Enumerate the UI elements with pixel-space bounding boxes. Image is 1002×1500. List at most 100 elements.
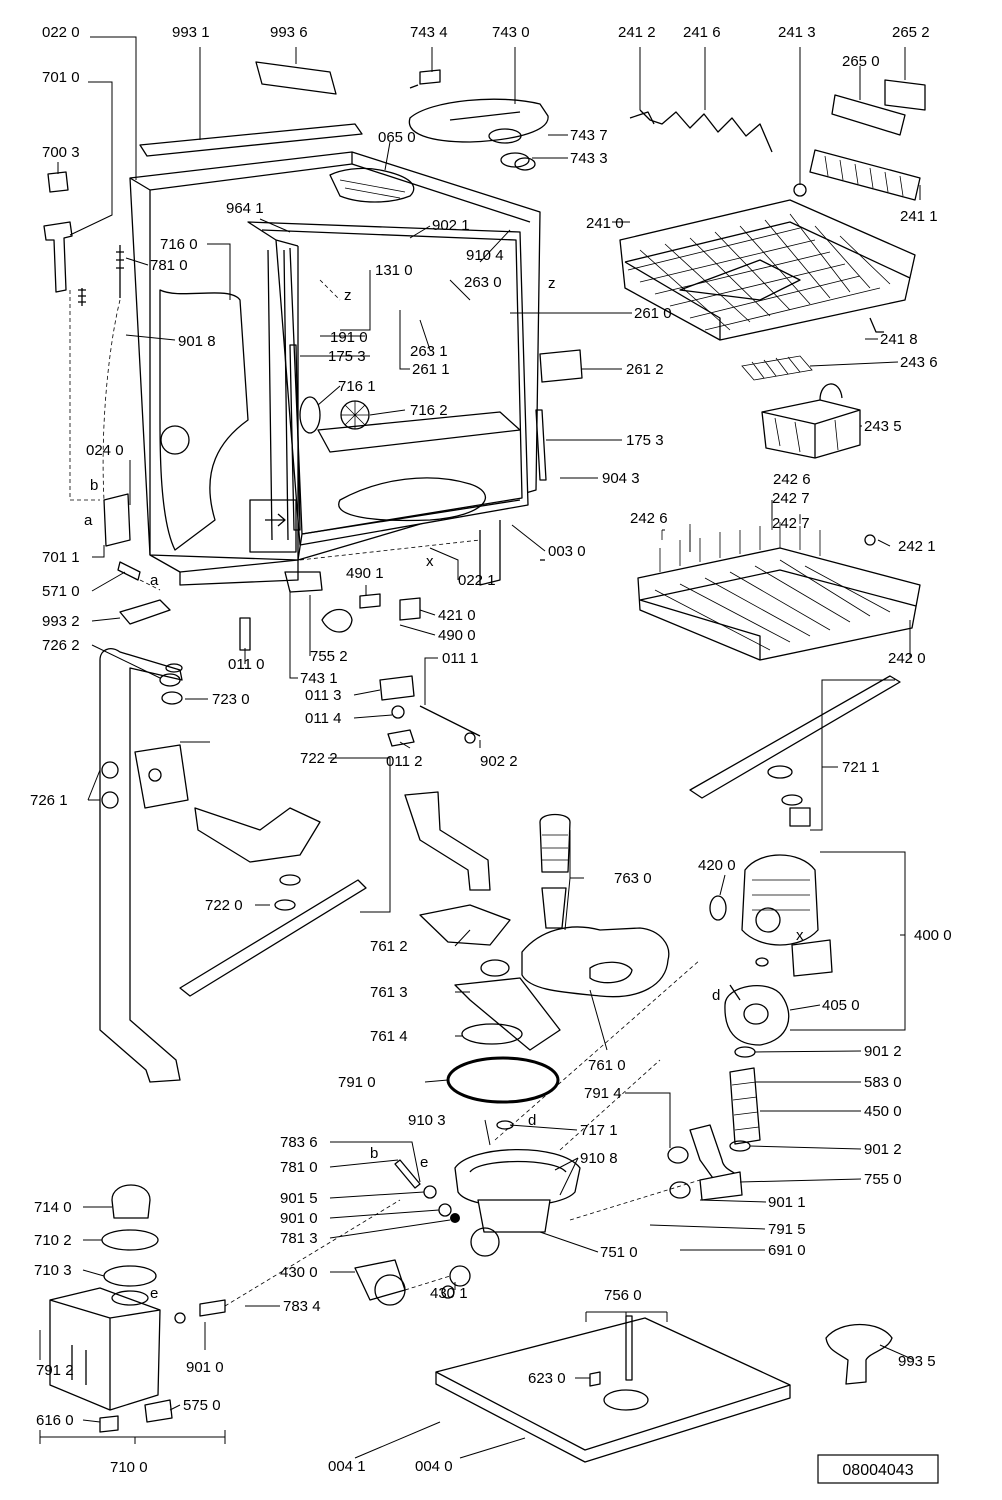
part-label: 755 2	[310, 648, 348, 665]
part-label: 241 0	[586, 215, 624, 232]
manifold-722	[134, 744, 189, 809]
spray-arm-721	[689, 675, 901, 799]
connection-letter: b	[370, 1145, 378, 1162]
hose-781	[394, 1159, 421, 1189]
part-label: 263 0	[464, 274, 502, 291]
part-drawings	[43, 61, 926, 1463]
part-label: 242 7	[772, 515, 810, 532]
part-label: 781 3	[280, 1230, 318, 1247]
part-label: 450 0	[864, 1103, 902, 1120]
part-label: 241 1	[900, 208, 938, 225]
part-label: 011 2	[386, 753, 422, 770]
part-label: 242 6	[630, 510, 668, 527]
part-label: 751 0	[600, 1244, 638, 1261]
connection-letter: d	[712, 987, 720, 1004]
connection-letter: d	[528, 1112, 536, 1129]
part-label: 004 0	[415, 1458, 453, 1475]
document-code: 08004043	[842, 1462, 913, 1479]
part-label: 430 0	[280, 1264, 318, 1281]
connection-letter: e	[420, 1154, 428, 1171]
part-label: 716 1	[338, 378, 376, 395]
part-label: 242 1	[898, 538, 936, 555]
pipe-726	[99, 648, 183, 1083]
part-label: 265 0	[842, 53, 880, 70]
strip-993-1	[139, 123, 363, 157]
part-label: 710 0	[110, 1459, 148, 1476]
part-label: 691 0	[768, 1242, 806, 1259]
part-label: 430 1	[430, 1285, 468, 1302]
document-code-box: 08004043	[817, 1454, 939, 1484]
part-label: 175 3	[328, 348, 366, 365]
lower-basket	[637, 514, 921, 661]
part-label: 571 0	[42, 583, 80, 600]
part-label: 901 2	[864, 1141, 902, 1158]
part-label: 783 6	[280, 1134, 318, 1151]
part-label: 011 3	[305, 687, 341, 704]
part-label: 761 0	[588, 1057, 626, 1074]
part-700-3	[47, 171, 69, 193]
part-label: 242 0	[888, 650, 926, 667]
part-label: 910 8	[580, 1150, 618, 1167]
part-label: 004 1	[328, 1458, 366, 1475]
connection-letter: a	[150, 572, 159, 589]
part-label: 763 0	[614, 870, 652, 887]
part-label: 243 6	[900, 354, 938, 371]
part-label: 243 5	[864, 418, 902, 435]
part-label: 490 0	[438, 627, 476, 644]
connection-letter: a	[84, 512, 93, 529]
part-label: 011 4	[305, 710, 341, 727]
part-label: 743 4	[410, 24, 448, 41]
part-label: 721 1	[842, 759, 880, 776]
part-label: 901 8	[178, 333, 216, 350]
connection-letter: z	[344, 287, 352, 304]
part-label: 261 0	[634, 305, 672, 322]
part-label: 011 1	[442, 650, 478, 667]
part-label: 241 8	[880, 331, 918, 348]
strip-993-6	[255, 61, 337, 95]
part-label: 901 2	[864, 1043, 902, 1060]
part-label: 964 1	[226, 200, 264, 217]
part-label: 405 0	[822, 997, 860, 1014]
part-label: 901 1	[768, 1194, 806, 1211]
part-label: 781 0	[150, 257, 188, 274]
part-label: 910 3	[408, 1112, 446, 1129]
water-softener	[49, 1184, 161, 1411]
part-label: 022 1	[458, 572, 496, 589]
part-label: 583 0	[864, 1074, 902, 1091]
part-label: 722 0	[205, 897, 243, 914]
grid-243-6	[741, 355, 813, 381]
part-label: 761 3	[370, 984, 408, 1001]
tub-cabinet	[129, 151, 547, 586]
part-label: 710 3	[34, 1262, 72, 1279]
part-label: 261 2	[626, 361, 664, 378]
part-label: 783 4	[283, 1298, 321, 1315]
part-label: 902 1	[432, 217, 470, 234]
part-label: 743 1	[300, 670, 338, 687]
part-label: 022 0	[42, 24, 80, 41]
part-label: 575 0	[183, 1397, 221, 1414]
part-label: 065 0	[378, 129, 416, 146]
part-label: 743 7	[570, 127, 608, 144]
part-label: 420 0	[698, 857, 736, 874]
motor-pump	[709, 854, 833, 1046]
part-label: 131 0	[375, 262, 413, 279]
part-label: 902 2	[480, 753, 518, 770]
part-label: 755 0	[864, 1171, 902, 1188]
base-plate-004	[435, 1317, 791, 1451]
part-label: 241 2	[618, 24, 656, 41]
part-label: 175 3	[626, 432, 664, 449]
part-label: 623 0	[528, 1370, 566, 1387]
part-label: 791 4	[584, 1085, 622, 1102]
part-label: 242 6	[773, 471, 811, 488]
part-label: 726 1	[30, 792, 68, 809]
part-label: 726 2	[42, 637, 80, 654]
part-label: 701 0	[42, 69, 80, 86]
part-label: 265 2	[892, 24, 930, 41]
connection-letter: e	[150, 1285, 158, 1302]
part-label: 761 4	[370, 1028, 408, 1045]
part-label: 191 0	[330, 329, 368, 346]
connection-letter: z	[548, 275, 556, 292]
spray-arm-722	[179, 879, 367, 997]
part-label: 421 0	[438, 607, 476, 624]
